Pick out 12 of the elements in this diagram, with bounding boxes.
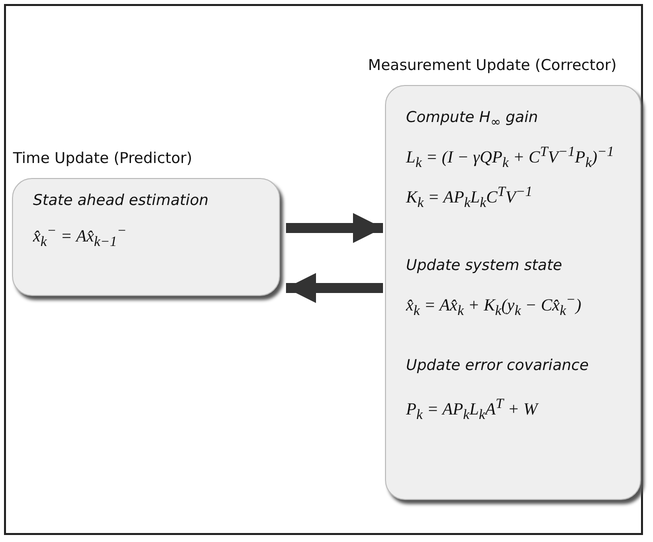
formula: P$_{k}$ = AP$_{k}$L$_{k}$A$^{T}$ + W bbox=[406, 396, 538, 424]
step-heading: State ahead estimation bbox=[33, 191, 209, 209]
formula: x̂$_{k}$ = Ax̂$_{k}$ + K$_{k}$(y$_{k}$ − Cx̂$_{k}$$^{−}$) bbox=[406, 292, 582, 320]
step-heading: Update error covariance bbox=[406, 356, 589, 374]
box-heading: Time Update (Predictor) bbox=[13, 149, 192, 167]
formula: K$_{k}$ = AP$_{k}$L$_{k}$C$^{T}$V$^{−1}$ bbox=[406, 184, 532, 212]
formula: L$_{k}$ = (I − γQP$_{k}$ + C$^{T}$V$^{−1}$P$_{k}$)$^{−1}$ bbox=[406, 144, 614, 172]
block-arrow bbox=[286, 273, 383, 303]
box-heading: Measurement Update (Corrector) bbox=[368, 56, 617, 74]
block-arrow bbox=[286, 213, 383, 243]
step-heading: Update system state bbox=[406, 256, 562, 274]
step-heading: Compute H$_{∞}$ gain bbox=[406, 108, 538, 129]
